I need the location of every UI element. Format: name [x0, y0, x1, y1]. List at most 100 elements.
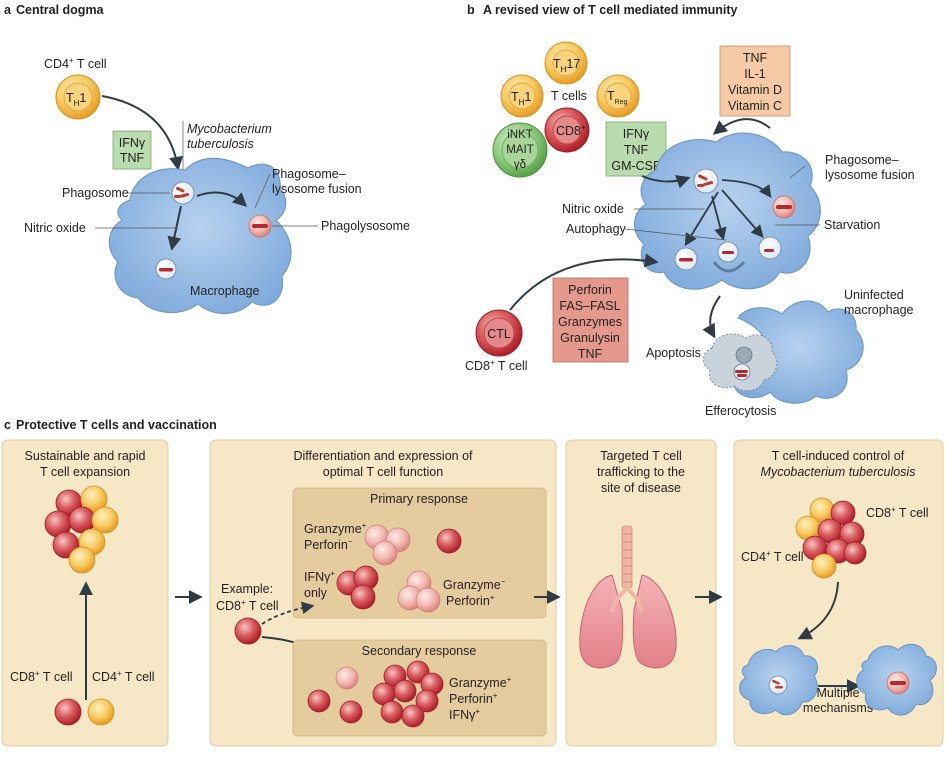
panel-b-th1-cell: TH1 — [500, 74, 544, 118]
panel-a: a Central dogma CD4+ T cell TH1 IFNγ TNF… — [4, 3, 410, 314]
panel-b-ctl-cell: CTL — [475, 309, 523, 357]
panel-b-green-box — [605, 121, 667, 177]
panel-b-cd8-label: CD8+ T cell — [465, 358, 528, 373]
panel-c-box1-cd4: CD4+ T cell — [92, 669, 155, 684]
svg-text:MAIT: MAIT — [506, 144, 533, 156]
svg-text:Perforin: Perforin — [568, 283, 612, 297]
panel-b-fusion-1: Phagosome– — [825, 153, 899, 167]
panel-b-phagosome — [693, 168, 719, 194]
panel-c-lungs — [579, 525, 677, 669]
svg-text:TNF: TNF — [578, 347, 603, 361]
panel-b-ctl-arrow — [509, 253, 659, 311]
panel-a-nitric-oxide: Nitric oxide — [24, 221, 86, 235]
svg-text:Differentiation and expression: Differentiation and expression of — [293, 449, 473, 463]
panel-b-inkt-cell: iNKT MAIT γδ — [492, 122, 548, 178]
panel-c: c Protective T cells and vaccination Sus… — [1, 418, 944, 747]
panel-a-no-arrow — [167, 205, 182, 251]
panel-a-cd4-label: CD4+ T cell — [44, 56, 107, 71]
panel-c-gzm-pos: Granzyme+ — [304, 521, 367, 536]
svg-text:TReg: TReg — [607, 89, 628, 106]
svg-text:TH1: TH1 — [66, 91, 86, 108]
svg-text:Granzymes: Granzymes — [558, 315, 622, 329]
panel-c-primary-mixed-cluster — [397, 570, 441, 613]
panel-c-controlled-vacuole — [886, 671, 910, 695]
panel-c-box4-cd4: CD4+ T cell — [741, 549, 804, 564]
panel-b-cd8-cell: CD8+ — [544, 107, 590, 153]
svg-text:optimal T cell function: optimal T cell function — [323, 465, 443, 479]
panel-a-fusion-2: lysosome fusion — [272, 182, 362, 196]
svg-text:trafficking to the: trafficking to the — [597, 465, 685, 479]
panel-b-tcells-label: T cells — [551, 89, 587, 103]
svg-text:Secondary response: Secondary response — [362, 644, 477, 658]
svg-text:Sustainable and rapid: Sustainable and rapid — [25, 449, 146, 463]
panel-b-title: A revised view of T cell mediated immuni… — [483, 3, 738, 17]
svg-text:iNKT: iNKT — [507, 129, 533, 141]
panel-a-myco-1: Mycobacterium — [187, 122, 272, 136]
panel-c-box4-cd8: CD8+ T cell — [866, 505, 929, 520]
panel-c-primary-single-cell — [436, 528, 462, 554]
panel-b-uninfected-2: macrophage — [844, 303, 914, 317]
panel-c-title: Protective T cells and vaccination — [16, 418, 217, 432]
panel-c-sec-perf: Perforin+ — [449, 691, 498, 706]
panel-c-example-cell — [234, 617, 262, 645]
panel-b-phagolysosome — [772, 195, 796, 219]
panel-a-phagolysosome-label: Phagolysosome — [321, 219, 410, 233]
panel-a-fusion-1: Phagosome– — [272, 167, 346, 181]
panel-c-perf-pos: Perforin+ — [446, 593, 495, 608]
panel-c-example-cd8: CD8+ T cell — [216, 598, 279, 613]
svg-text:TH17: TH17 — [553, 57, 580, 74]
panel-a-phagosome — [171, 181, 195, 205]
panel-c-mechanisms: mechanisms — [803, 701, 873, 715]
panel-c-secondary-cluster — [372, 660, 444, 728]
panel-a-cytokine-box — [112, 130, 152, 170]
panel-b-red-box — [552, 277, 629, 363]
panel-c-sec-gzm: Granzyme+ — [449, 675, 512, 690]
panel-b-green-arrow — [641, 175, 691, 189]
panel-b-nitric-oxide: Nitric oxide — [562, 202, 624, 216]
panel-b-fusion-2: lysosome fusion — [825, 168, 915, 182]
svg-text:T cell-induced control of: T cell-induced control of — [772, 449, 905, 463]
panel-a-title: Central dogma — [16, 3, 105, 17]
panel-c-box1-cd8-cell — [54, 698, 82, 726]
svg-text:CD8+: CD8+ — [556, 123, 586, 138]
svg-text:T cell expansion: T cell expansion — [40, 465, 130, 479]
panel-b-treg-cell: TReg — [596, 74, 640, 118]
panel-b-starvation: Starvation — [824, 218, 880, 232]
svg-text:TH1: TH1 — [511, 90, 531, 107]
svg-text:TNF: TNF — [624, 143, 649, 157]
panel-c-primary-pink-cluster — [364, 524, 411, 566]
svg-text:Primary response: Primary response — [370, 492, 468, 506]
panel-c-infected-vacuole — [768, 675, 788, 695]
panel-a-killed-vacuole — [155, 258, 177, 280]
svg-text:Vitamin C: Vitamin C — [728, 99, 782, 113]
svg-text:Targeted T cell: Targeted T cell — [600, 449, 682, 463]
svg-text:FAS–FASL: FAS–FASL — [559, 299, 620, 313]
panel-b-apoptotic-cell — [703, 333, 778, 392]
panel-c-multiple: Multiple — [816, 686, 859, 700]
panel-c-secondary-cells — [307, 666, 363, 724]
panel-c-sec-ifn: IFNγ+ — [449, 707, 480, 722]
panel-b-orange-arrow — [712, 118, 771, 135]
panel-b-letter: b — [467, 3, 475, 17]
panel-b-orange-box — [719, 45, 791, 117]
panel-c-example: Example: — [221, 582, 273, 596]
panel-a-macrophage-label: Macrophage — [190, 284, 260, 298]
panel-c-box1-cd8: CD8+ T cell — [10, 669, 73, 684]
panel-b-autophagy: Autophagy — [566, 222, 627, 236]
panel-b: b A revised view of T cell mediated immu… — [465, 3, 915, 418]
panel-b-apoptosis-arrow — [702, 295, 721, 339]
svg-text:IFNγ: IFNγ — [623, 127, 650, 141]
svg-text:Mycobacterium tuberculosis: Mycobacterium tuberculosis — [761, 465, 916, 479]
panel-b-efferocytosis: Efferocytosis — [705, 404, 776, 418]
panel-b-th17-cell: TH17 — [544, 41, 588, 85]
panel-c-primary-red-cluster — [336, 565, 379, 610]
panel-a-th1-arrow — [101, 95, 184, 171]
svg-text:IL-1: IL-1 — [744, 67, 766, 81]
panel-c-gzm-neg: Granzyme− — [443, 577, 506, 592]
svg-text:site of disease: site of disease — [601, 481, 681, 495]
svg-text:CTL: CTL — [487, 327, 511, 341]
panel-b-vacuole-1 — [674, 247, 698, 271]
svg-text:γδ: γδ — [514, 159, 526, 171]
panel-a-myco-2: tuberculosis — [187, 137, 254, 151]
